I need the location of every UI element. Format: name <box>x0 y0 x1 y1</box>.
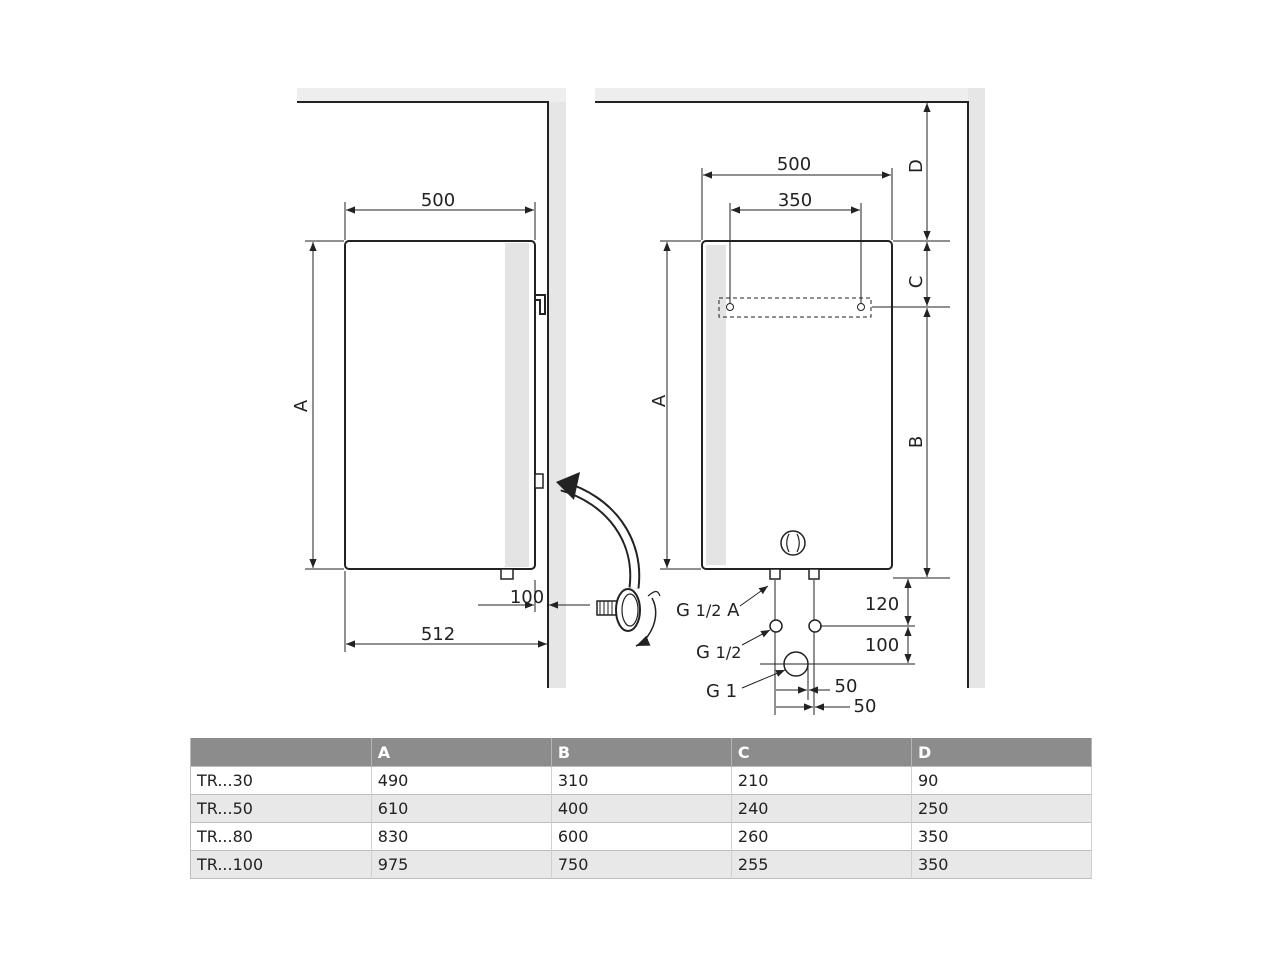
valve-knob-icon <box>596 588 661 647</box>
front-bracket-label: 350 <box>778 190 812 211</box>
front-width-label: 500 <box>777 154 811 175</box>
table-cell: 750 <box>551 850 732 879</box>
table-header-cell: A <box>371 738 552 767</box>
table-cell: 250 <box>911 794 1093 823</box>
conn-hole-left <box>769 619 783 633</box>
thermostat-knob-icon <box>780 530 806 556</box>
table-row: TR...80 830 600 260 350 <box>190 822 1093 851</box>
side-wall-band <box>548 88 566 688</box>
side-hook-bracket <box>535 294 546 315</box>
curved-arrow-fill <box>561 482 639 589</box>
front-wall-band <box>968 88 985 688</box>
side-bottom-foot <box>534 473 544 489</box>
table-header-cell: D <box>911 738 1093 767</box>
installation-diagram: 500 A 100 512 <box>291 88 985 717</box>
front-mounting-bracket <box>718 297 872 318</box>
front-wall-line <box>595 101 969 688</box>
table-cell: TR...80 <box>190 822 372 851</box>
table-cell: 310 <box>551 766 732 795</box>
table-row: TR...30 490 310 210 90 <box>190 766 1093 795</box>
table-header-cell: B <box>551 738 732 767</box>
side-pipe-stub <box>500 568 514 580</box>
leader-g1 <box>741 669 786 689</box>
table-cell: 490 <box>371 766 552 795</box>
leader-g-half-a <box>739 585 769 607</box>
table-header-cell <box>190 738 372 767</box>
table-cell: 350 <box>911 822 1093 851</box>
side-offset-label: 100 <box>510 587 544 608</box>
front-view: 500 350 A D C B 120 100 <box>595 88 985 717</box>
side-total-label: 512 <box>421 624 455 645</box>
side-ceiling-band <box>297 88 566 102</box>
table-cell: 600 <box>551 822 732 851</box>
dim-120-label: 120 <box>865 594 899 615</box>
dim-50a-label: 50 <box>835 676 858 697</box>
front-height-label: A <box>649 394 670 407</box>
table-cell: TR...30 <box>190 766 372 795</box>
dim-b-label: B <box>906 436 927 448</box>
leader-g-half <box>741 629 771 646</box>
side-height-label: A <box>291 399 312 412</box>
front-bracket-hole-right <box>857 303 865 311</box>
table-cell: TR...50 <box>190 794 372 823</box>
table-cell: 240 <box>731 794 912 823</box>
curved-arrow-head <box>556 472 580 500</box>
side-width-label: 500 <box>421 190 455 211</box>
side-heater-shade <box>505 243 529 567</box>
table-cell: 975 <box>371 850 552 879</box>
table-cell: 830 <box>371 822 552 851</box>
table-cell: 350 <box>911 850 1093 879</box>
dim-100-label: 100 <box>865 635 899 656</box>
table-cell: TR...100 <box>190 850 372 879</box>
table-header-row: A B C D <box>190 738 1093 767</box>
front-heater-shade <box>706 245 726 565</box>
side-view: 500 A 100 512 <box>291 88 661 688</box>
front-pipe-stub-left <box>769 568 781 580</box>
dimension-table: A B C D TR...30 490 310 210 90 TR...50 6… <box>190 738 1093 879</box>
front-ceiling-band <box>595 88 985 102</box>
table-cell: 210 <box>731 766 912 795</box>
table-cell: 260 <box>731 822 912 851</box>
table-row: TR...100 975 750 255 350 <box>190 850 1093 879</box>
dim-c-label: C <box>906 276 927 289</box>
front-pipe-stub-right <box>808 568 820 580</box>
side-wall-line <box>297 101 549 688</box>
table-cell: 90 <box>911 766 1093 795</box>
side-heater-body <box>344 240 536 570</box>
conn-label-g-half: G 1/2 <box>696 642 741 663</box>
conn-label-g1: G 1 <box>706 681 737 702</box>
table-header-cell: C <box>731 738 912 767</box>
front-heater-body <box>701 240 893 570</box>
table-row: TR...50 610 400 240 250 <box>190 794 1093 823</box>
front-bracket-hole-left <box>726 303 734 311</box>
dim-50b-label: 50 <box>854 696 877 717</box>
dim-d-label: D <box>906 159 927 173</box>
conn-hole-right <box>808 619 822 633</box>
table-cell: 255 <box>731 850 912 879</box>
conn-label-g-half-a: G 1/2 A <box>676 600 740 621</box>
table-cell: 610 <box>371 794 552 823</box>
table-cell: 400 <box>551 794 732 823</box>
